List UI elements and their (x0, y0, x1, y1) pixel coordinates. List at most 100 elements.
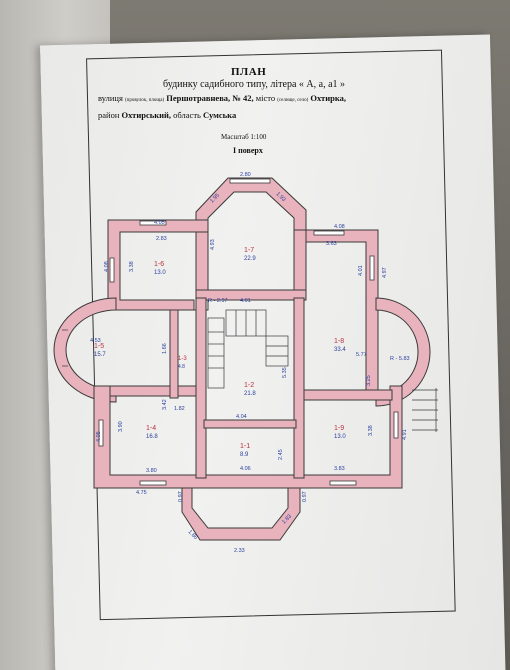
room-area: 16.8 (146, 434, 158, 440)
wall-room8-top (294, 229, 379, 401)
dim-label: 4.06 (240, 466, 251, 472)
street-hint: (провулок, площа) (124, 98, 165, 103)
room-labels: 1-6 13.0 1-7 22.9 1-8 33.4 1-5 15.7 1-3 … (94, 247, 346, 458)
window (109, 257, 115, 283)
dim-label: 0.97 (178, 491, 184, 502)
dim-label: 3.38 (129, 261, 135, 272)
wall-room6-body (107, 219, 209, 311)
window (139, 480, 167, 486)
city-name: Охтирка, (310, 93, 346, 103)
room-area: 15.7 (94, 352, 106, 358)
room-area: 21.8 (244, 391, 256, 397)
wall-right-arc (375, 297, 431, 407)
wall-room4-top (109, 385, 199, 397)
dim-label: 4.08 (334, 224, 345, 230)
room-id: 1-8 (334, 338, 344, 345)
dim-label: 2.80 (240, 172, 251, 178)
dimensions: 2.80 1.95 1.93 4.05 2.83 4.93 3.38 4.08 … (90, 172, 410, 554)
dim-label: 0.97 (302, 491, 308, 502)
window (139, 220, 167, 226)
scale-label: Масштаб 1:100 (221, 133, 267, 141)
dim-label: R - 2.97 (208, 298, 228, 304)
wall-center-right (293, 297, 305, 479)
dim-label: 4.01 (240, 298, 251, 304)
wall-room3 (169, 309, 179, 399)
porch-wall (181, 487, 301, 541)
dim-label: 4.04 (236, 414, 247, 420)
dim-label: 2.33 (234, 548, 245, 554)
window (313, 230, 345, 236)
window (369, 255, 375, 281)
room-area: 4.8 (178, 364, 185, 370)
plan-title: ПЛАН (231, 66, 267, 78)
district-line: район Охтирський, область Сумська (98, 110, 236, 120)
dim-label: R - 5.83 (390, 356, 410, 362)
room-id: 1-1 (240, 443, 250, 450)
room-id: 1-2 (244, 382, 254, 389)
dim-label: 4.93 (210, 239, 216, 250)
dim-label: 1.83 (281, 514, 293, 526)
dim-label: 4.53 (90, 338, 101, 344)
wall-bottom (93, 385, 403, 489)
room-id: 1-9 (334, 425, 344, 432)
dim-label: 4.08 (104, 261, 110, 272)
dim-label: 3.63 (326, 241, 337, 247)
dim-label: 5.77 (356, 352, 367, 358)
dim-label: 4.91 (402, 429, 408, 440)
bay-top-wall (195, 177, 307, 291)
dim-label: 3.38 (368, 425, 374, 436)
room-area: 33.4 (334, 347, 346, 353)
region-name: Сумська (203, 110, 237, 120)
dim-label: 1.93 (275, 191, 287, 203)
room-id: 1-6 (154, 261, 164, 268)
floor-label: I поверх (233, 146, 263, 155)
dim-label: 1.66 (162, 343, 168, 354)
wall-center-top (195, 289, 307, 301)
dim-label: 3.80 (146, 468, 157, 474)
dim-label: 4.75 (136, 490, 147, 496)
dim-label: 3.83 (334, 466, 345, 472)
room-area: 13.0 (334, 434, 346, 440)
city-prefix: місто (255, 93, 276, 103)
room-id: 1-4 (146, 425, 156, 432)
room-id: 1-3 (178, 356, 187, 362)
room-area: 8.9 (240, 452, 249, 458)
window (229, 178, 271, 184)
wall-left-arc (53, 297, 117, 403)
room-area: 22.9 (244, 256, 256, 262)
dim-label: 1.86 (187, 529, 199, 541)
dim-label: 1.95 (209, 193, 221, 205)
window (98, 419, 104, 447)
walls (53, 177, 431, 541)
windows (98, 178, 399, 486)
dim-label: 3.42 (162, 399, 168, 410)
dim-label: 3.90 (118, 421, 124, 432)
district-name: Охтирський, (121, 110, 172, 120)
plan-subtitle: будинку садибного типу, літера « А, а, а… (163, 79, 346, 90)
room-id: 1-7 (244, 247, 254, 254)
staircase (207, 309, 289, 389)
dim-label: 4.97 (382, 267, 388, 278)
address-line: вулиця (провулок, площа) Першотравнева, … (98, 93, 346, 103)
wall-room1-top (203, 419, 297, 429)
room-area: 13.0 (154, 270, 166, 276)
dim-label: 2.83 (156, 236, 167, 242)
dim-label: 4.05 (154, 220, 165, 226)
dim-label: 3.25 (366, 375, 372, 386)
wall-center-left (195, 297, 207, 479)
terrace-rails (62, 329, 438, 432)
street-prefix: вулиця (98, 93, 123, 103)
dim-label: 4.05 (96, 431, 102, 442)
window (393, 411, 399, 439)
wall-room9-top (295, 389, 393, 401)
room-id: 1-5 (94, 343, 104, 350)
dim-label: 4.01 (358, 265, 364, 276)
street-name: Першотравнева, № 42, (166, 93, 254, 103)
dim-label: 5.35 (282, 367, 288, 378)
region-prefix: область (173, 110, 201, 120)
city-hint: (селище, село) (277, 98, 309, 103)
district-prefix: район (98, 110, 120, 120)
dim-label: 1.82 (174, 406, 185, 412)
